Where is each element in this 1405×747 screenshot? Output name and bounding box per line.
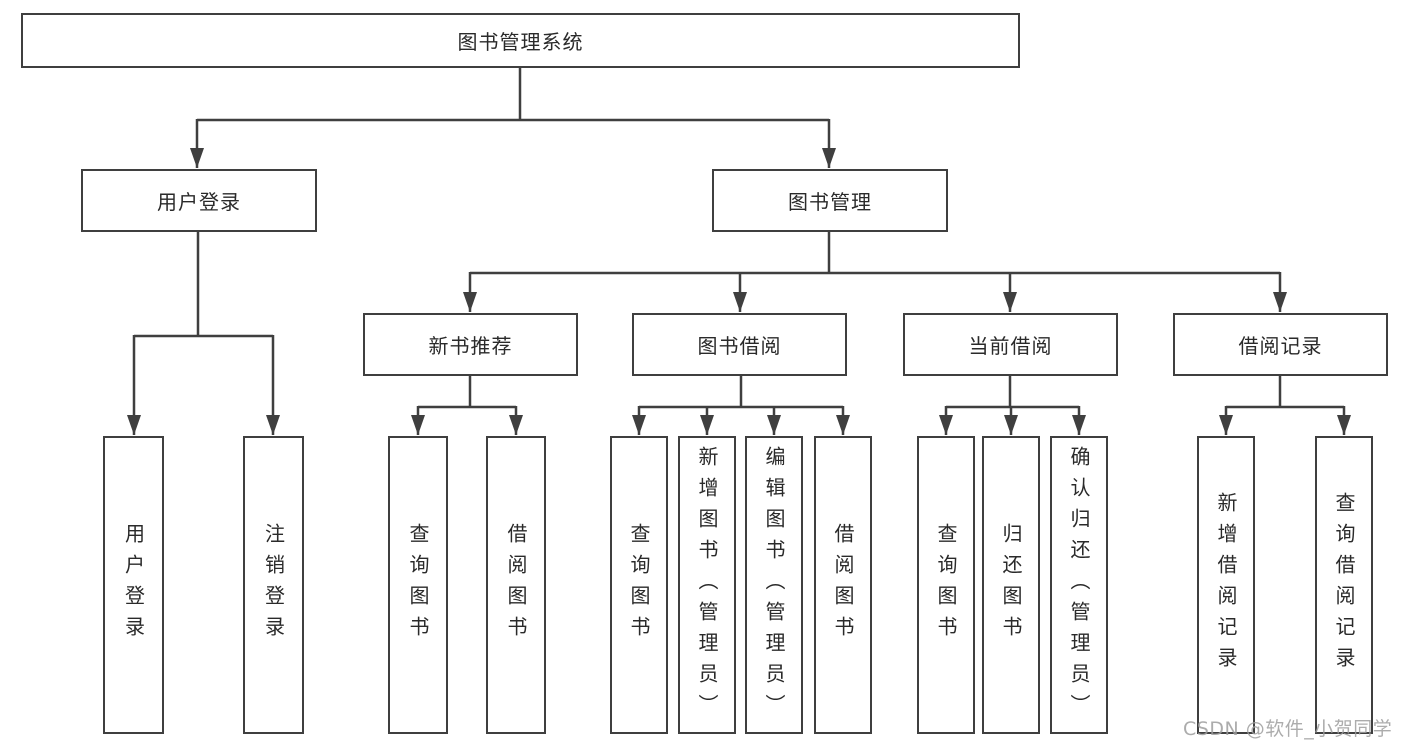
leaf-confirm-return-admin: 确认归还（管理员） <box>1050 436 1108 734</box>
leaf-label: 查询借阅记录 <box>1332 492 1356 678</box>
leaf-query-books-2: 查询图书 <box>610 436 668 734</box>
csdn-watermark: CSDN @软件_小贺同学 <box>1183 718 1393 740</box>
leaf-label: 编辑图书（管理员） <box>762 445 786 725</box>
leaf-label: 新增借阅记录 <box>1214 492 1238 678</box>
leaf-label: 借阅图书 <box>504 523 528 647</box>
leaf-add-books-admin: 新增图书（管理员） <box>678 436 736 734</box>
leaf-add-borrow-record: 新增借阅记录 <box>1197 436 1255 734</box>
node-book-management-branch: 图书管理 <box>712 169 948 232</box>
node-new-book-recommendation: 新书推荐 <box>363 313 578 376</box>
leaf-label: 用户登录 <box>121 523 146 647</box>
leaf-label: 新增图书（管理员） <box>695 445 719 725</box>
leaf-return-books: 归还图书 <box>982 436 1040 734</box>
leaf-label: 查询图书 <box>406 523 430 647</box>
node-root-system: 图书管理系统 <box>21 13 1020 68</box>
leaf-label: 查询图书 <box>934 523 958 647</box>
leaf-borrow-books-1: 借阅图书 <box>486 436 546 734</box>
leaf-label: 查询图书 <box>627 523 651 647</box>
leaf-borrow-books-2: 借阅图书 <box>814 436 872 734</box>
node-current-borrowing: 当前借阅 <box>903 313 1118 376</box>
node-user-login-branch: 用户登录 <box>81 169 317 232</box>
leaf-logout: 注销登录 <box>243 436 304 734</box>
leaf-query-books-3: 查询图书 <box>917 436 975 734</box>
leaf-query-borrow-record: 查询借阅记录 <box>1315 436 1373 734</box>
leaf-label: 借阅图书 <box>831 523 855 647</box>
leaf-label: 确认归还（管理员） <box>1067 445 1091 725</box>
leaf-user-login: 用户登录 <box>103 436 164 734</box>
node-borrowing-records: 借阅记录 <box>1173 313 1388 376</box>
leaf-label: 归还图书 <box>999 523 1023 647</box>
leaf-label: 注销登录 <box>261 523 286 647</box>
leaf-edit-books-admin: 编辑图书（管理员） <box>745 436 803 734</box>
node-book-borrowing: 图书借阅 <box>632 313 847 376</box>
leaf-query-books-1: 查询图书 <box>388 436 448 734</box>
